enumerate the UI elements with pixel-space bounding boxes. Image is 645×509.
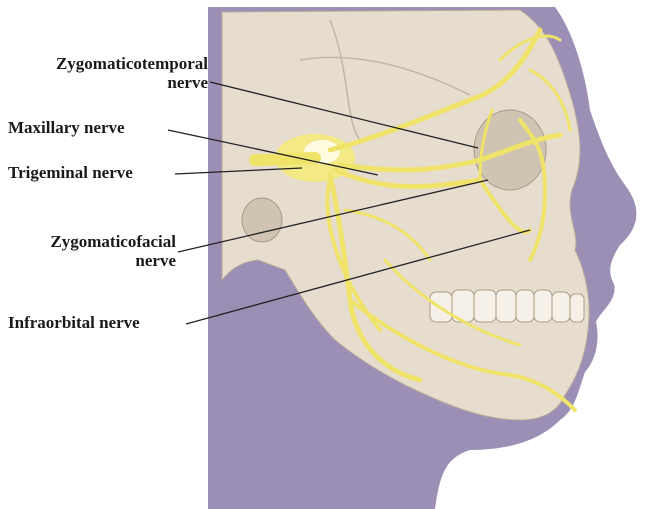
label-zygomaticotemporal-nerve: Zygomaticotemporal nerve [8,54,208,92]
label-maxillary-nerve: Maxillary nerve [8,118,125,137]
label-infraorbital-nerve: Infraorbital nerve [8,313,140,332]
label-trigeminal-nerve: Trigeminal nerve [8,163,133,182]
label-zygomaticofacial-nerve: Zygomaticofacial nerve [8,232,176,270]
